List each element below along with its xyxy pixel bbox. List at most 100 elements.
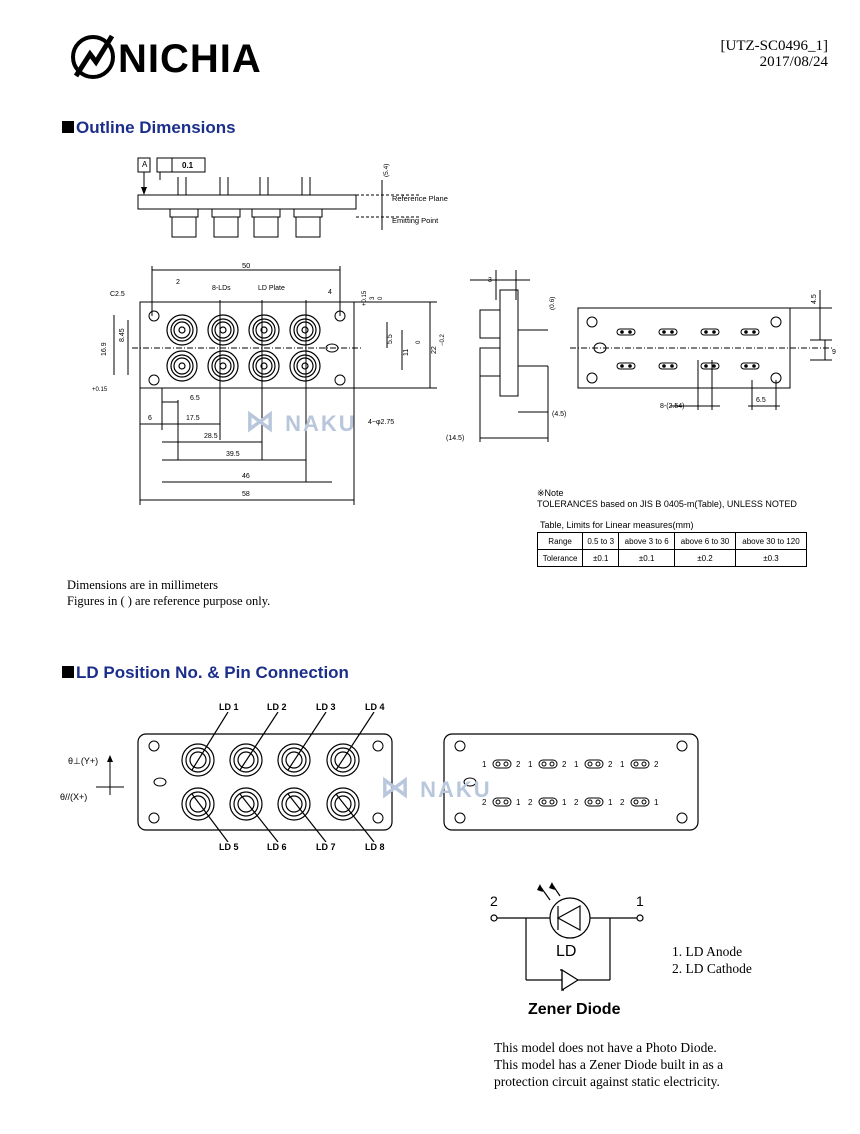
watermark-logo-icon: ⋈	[245, 405, 277, 438]
table-cell: Tolerance	[536, 549, 584, 567]
ld-front-plate	[137, 712, 393, 842]
pin-1-label: 1	[528, 760, 533, 769]
table-cell: above 3 to 6	[618, 532, 676, 550]
watermark-text: NAKU	[285, 411, 357, 436]
pin-1-label: 1	[562, 798, 567, 807]
ld-6-label: LD 6	[267, 842, 287, 852]
dim-22-tol-top-label: 0	[416, 340, 422, 344]
note-line-1: This model does not have a Photo Diode.	[494, 1040, 717, 1055]
table-cell: ±0.3	[734, 549, 808, 567]
note-marker: ※Note	[537, 488, 564, 498]
terminal-2-label: 2	[490, 893, 498, 909]
ld-symbol-label: LD	[556, 943, 576, 960]
footnote-reference: Figures in ( ) are reference purpose onl…	[67, 594, 271, 608]
dim-4-label: 4	[328, 289, 332, 296]
watermark-text: NAKU	[420, 777, 492, 802]
front-view-drawing: 50 2 C2.5 8-LDs LD Plate 4 +0.15 3 0 8.4…	[92, 261, 446, 505]
section-dim-06-label: (0.6)	[549, 297, 556, 310]
flatness-label: 0.1	[182, 161, 194, 170]
pin-2-label: 2	[562, 760, 567, 769]
legend-cathode: 2. LD Cathode	[672, 961, 752, 976]
back-dim-9-label: 9	[832, 349, 836, 356]
pin-1-label: 1	[620, 760, 625, 769]
pin-title-text: LD Position No. & Pin Connection	[76, 663, 349, 682]
outline-title-text: Outline Dimensions	[76, 118, 236, 137]
side-view-drawing: A 0.1 (5.4) Reference Plane Emitting Poi…	[137, 157, 448, 238]
terminal-1-label: 1	[636, 893, 644, 909]
back-dim-45-label: 4.5	[811, 294, 818, 304]
pin-2-label: 2	[528, 798, 533, 807]
pin-section-title: LD Position No. & Pin Connection	[62, 663, 349, 683]
pin-2-label: 2	[608, 760, 613, 769]
pin-1-label: 1	[516, 798, 521, 807]
logo-bolt-icon	[73, 34, 115, 78]
dim-2-label: 2	[176, 279, 180, 286]
dim-6-label: 6	[148, 415, 152, 422]
dim-22-label: 22	[431, 346, 438, 354]
note-line-2: This model has a Zener Diode built in as…	[494, 1057, 724, 1072]
axis-arrow-icon	[96, 755, 124, 795]
tol-mid-label: 3	[370, 296, 376, 300]
dim-55-label: 5.5	[387, 334, 394, 344]
table-cell: ±0.1	[618, 549, 676, 567]
table-cell: Range	[536, 532, 584, 550]
table-cell: ±0.2	[674, 549, 736, 567]
back-dim-65-label: 6.5	[756, 397, 766, 404]
tolerance-note: ※Note TOLERANCES based on JIS B 0405-m(T…	[537, 488, 797, 509]
dim-50-label: 50	[242, 261, 250, 270]
dimension-footnotes: Dimensions are in millimeters Figures in…	[67, 577, 270, 609]
pin-2-label: 2	[516, 760, 521, 769]
section-dim-145-label: (14.5)	[446, 435, 464, 442]
logo-ring-icon	[71, 35, 115, 79]
section-bullet-icon	[62, 666, 74, 678]
logo-wordmark: NICHIA	[118, 37, 262, 81]
section-view-drawing: 3 (0.6) (4.5) (14.5)	[446, 270, 566, 442]
ld-4-label: LD 4	[365, 702, 385, 712]
dim-58-label: 58	[242, 491, 250, 498]
ld-7-label: LD 7	[316, 842, 336, 852]
legend-anode: 1. LD Anode	[672, 944, 743, 959]
table-cell: above 6 to 30	[674, 532, 736, 550]
model-notes: This model does not have a Photo Diode. …	[494, 1039, 723, 1090]
section-bullet-icon	[62, 121, 74, 133]
emitting-point-label: Emitting Point	[392, 216, 439, 225]
axis-par-label: θ//(X+)	[60, 792, 88, 802]
table-row: Tolerance ±0.1 ±0.1 ±0.2 ±0.3	[536, 549, 808, 567]
holes-label: 4−φ2.75	[368, 419, 394, 426]
datum-label: A	[142, 160, 148, 169]
pin-2-label: 2	[574, 798, 579, 807]
pin-1-label: 1	[574, 760, 579, 769]
ld-2-label: LD 2	[267, 702, 287, 712]
table-title: Table, Limits for Linear measures(mm)	[540, 520, 694, 530]
pin-1-label: 1	[608, 798, 613, 807]
pin-2-label: 2	[482, 798, 487, 807]
dim-395-label: 39.5	[226, 451, 240, 458]
ld-plate-label: LD Plate	[258, 285, 285, 292]
table-row: Range 0.5 to 3 above 3 to 6 above 6 to 3…	[536, 532, 808, 550]
dim-285-label: 28.5	[204, 433, 218, 440]
table-cell: above 30 to 120	[734, 532, 808, 550]
footnote-units: Dimensions are in millimeters	[67, 578, 219, 592]
note-line-3: protection circuit against static electr…	[494, 1074, 720, 1089]
watermark-naku-2: ⋈ NAKU	[380, 770, 492, 805]
ld-1-label: LD 1	[219, 702, 239, 712]
doc-date: 2017/08/24	[759, 54, 828, 70]
ld-5-label: LD 5	[219, 842, 239, 852]
reference-plane-label: Reference Plane	[392, 194, 448, 203]
axis-perp-label: θ⊥(Y+)	[68, 756, 99, 766]
pin-1-label: 1	[482, 760, 487, 769]
zener-label: Zener Diode	[528, 1001, 621, 1018]
section-dim-45-label: (4.5)	[552, 411, 566, 418]
dim-11-label: 11	[403, 349, 410, 356]
dim-175-label: 17.5	[186, 415, 200, 422]
table-cell: 0.5 to 3	[582, 532, 620, 550]
ld-3-label: LD 3	[316, 702, 336, 712]
ld-8-label: LD 8	[365, 842, 385, 852]
pin-1-label: 1	[654, 798, 659, 807]
dim-22-tol-bottom-label: −0.2	[440, 333, 446, 346]
watermark-logo-icon: ⋈	[380, 771, 412, 804]
dim-46-label: 46	[242, 473, 250, 480]
pin-2-label: 2	[654, 760, 659, 769]
back-pitch-label: 8-(2.54)	[660, 403, 685, 410]
dim-169-label: 16.9	[101, 342, 108, 356]
